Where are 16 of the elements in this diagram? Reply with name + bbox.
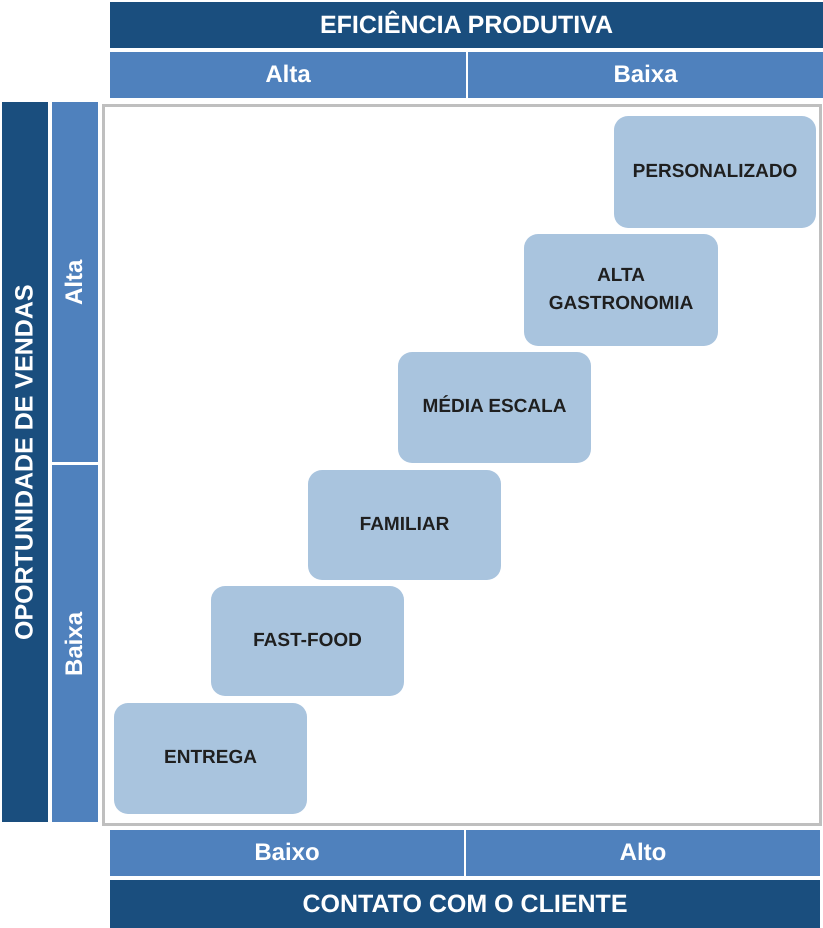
axis-level-bar: Alta <box>110 52 466 98</box>
axis-level-bar: Baixo <box>110 830 464 876</box>
category-box: MÉDIA ESCALA <box>398 352 591 463</box>
category-box: ALTA GASTRONOMIA <box>524 234 718 346</box>
category-box: FAST-FOOD <box>211 586 404 696</box>
category-box: PERSONALIZADO <box>614 116 816 228</box>
axis-level-bar: Baixa <box>52 465 98 822</box>
axis-level-bar: Alto <box>466 830 820 876</box>
axis-title-bar: CONTATO COM O CLIENTE <box>110 880 820 928</box>
matrix-frame <box>102 104 822 826</box>
category-box: ENTREGA <box>114 703 307 814</box>
axis-title-bar: OPORTUNIDADE DE VENDAS <box>2 102 48 822</box>
axis-level-bar: Alta <box>52 102 98 462</box>
axis-level-bar: Baixa <box>468 52 823 98</box>
category-box: FAMILIAR <box>308 470 501 580</box>
axis-title-bar: EFICIÊNCIA PRODUTIVA <box>110 2 823 48</box>
